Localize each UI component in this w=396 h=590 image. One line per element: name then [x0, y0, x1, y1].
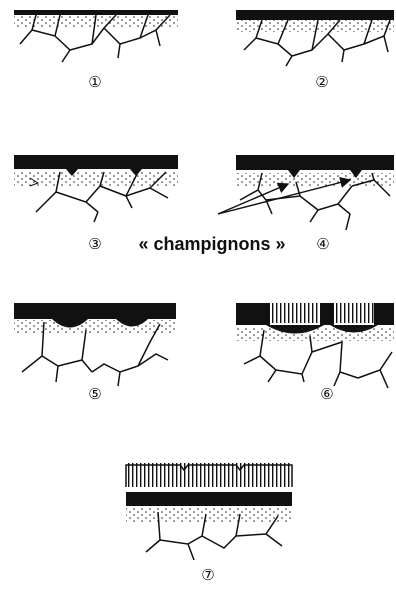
stage-6-panel — [236, 303, 394, 388]
stage-1-panel — [14, 10, 178, 62]
oxide-layer — [14, 303, 176, 319]
oxide-layer — [126, 492, 292, 506]
champignons-caption: « champignons » — [138, 234, 285, 254]
oxide-layer-left — [236, 303, 270, 325]
stage-label-7: ⑦ — [201, 566, 214, 584]
dotted-subsurface — [236, 327, 394, 341]
stage-label-2: ② — [315, 73, 328, 91]
dotted-subsurface — [14, 320, 176, 334]
stage-label-6: ⑥ — [320, 385, 333, 403]
stage-label-5: ⑤ — [88, 385, 101, 403]
stage-label-1: ① — [88, 73, 101, 91]
stage-7-panel — [126, 463, 292, 560]
stage-3-panel — [14, 155, 178, 222]
outer-layer-nodule — [118, 303, 146, 317]
oxide-layer — [236, 10, 394, 20]
outer-striped-layer — [126, 463, 292, 487]
outer-layer-nodule — [56, 303, 86, 317]
outer-layer-nodule — [334, 303, 374, 323]
oxide-layer-mid — [320, 303, 334, 325]
stage-4-panel — [218, 155, 394, 230]
stage-label-3: ③ — [88, 235, 101, 253]
oxide-layer-right — [374, 303, 394, 325]
stage-2-panel — [236, 10, 394, 66]
dotted-subsurface — [126, 508, 292, 522]
metal-surface-layer — [14, 10, 178, 15]
stage-5-panel — [14, 303, 176, 386]
outer-layer-nodule — [270, 303, 320, 323]
stage-label-4: ④ — [316, 235, 329, 253]
